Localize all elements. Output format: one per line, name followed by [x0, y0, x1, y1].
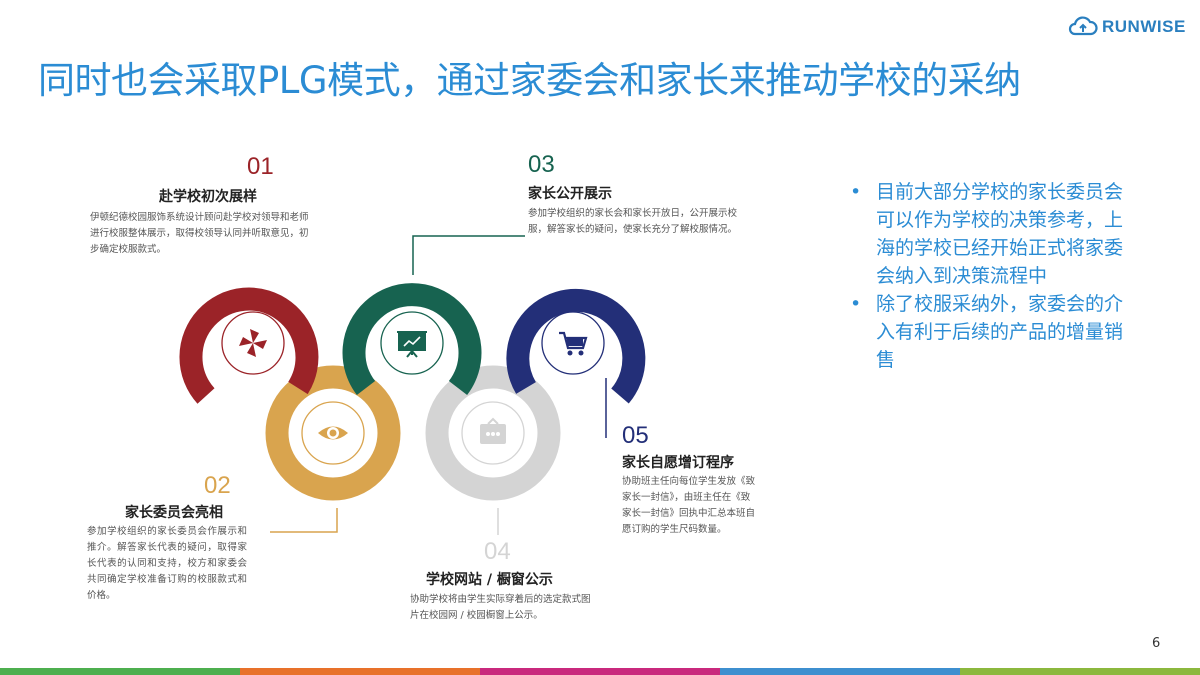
- ring-03-inner: [380, 311, 444, 375]
- step-02-desc: 参加学校组织的家长委员会作展示和推介。解答家长代表的疑问，取得家长代表的认同和支…: [87, 526, 247, 601]
- bullet-item: 目前大部分学校的家长委员会可以作为学校的决策参考，上海的学校已经开始正式将家委会…: [848, 178, 1128, 290]
- bar-segment: [720, 668, 960, 675]
- step-03-number: 03: [528, 151, 555, 178]
- step-03-title: 家长公开展示: [528, 186, 612, 202]
- step-01-number: 01: [247, 153, 274, 180]
- pinwheel-icon: [239, 329, 267, 357]
- step-01-desc: 伊顿纪德校园服饰系统设计顾问赴学校对领导和老师进行校服整体展示，取得校领导认同并…: [90, 212, 309, 255]
- display-window-icon: [480, 417, 506, 444]
- ring-03: [342, 283, 482, 395]
- presentation-board-icon: [397, 331, 427, 358]
- bullet-item: 除了校服采纳外，家委会的介入有利于后续的产品的增量销售: [848, 290, 1128, 374]
- ring-05: [506, 288, 646, 404]
- bar-segment: [240, 668, 480, 675]
- step-05-desc: 协助班主任向每位学生发放《致家长一封信》，由班主任在《致家长一封信》回执中汇总本…: [622, 476, 756, 535]
- eye-icon: [318, 426, 348, 440]
- ring-04-inner: [461, 401, 525, 465]
- ring-02: [265, 365, 401, 501]
- ring-04: [425, 365, 561, 501]
- ring-05-inner: [541, 311, 605, 375]
- runwise-logo: RUNWISE: [1068, 14, 1188, 40]
- bottom-color-bar: [0, 668, 1200, 675]
- ring-01: [179, 287, 319, 404]
- ring-01-inner: [221, 311, 285, 375]
- step-05-number: 05: [622, 422, 649, 449]
- bar-segment: [0, 668, 240, 675]
- step-04-desc: 协助学校将由学生实际穿着后的选定款式图片在校园网 / 校园橱窗上公示。: [410, 594, 591, 621]
- connector-line-02: [270, 508, 338, 533]
- logo-text: RUNWISE: [1102, 17, 1186, 36]
- step-04-number: 04: [484, 538, 511, 565]
- step-05-title: 家长自愿增订程序: [622, 455, 734, 471]
- step-01-title: 赴学校初次展样: [159, 189, 257, 205]
- step-02-title: 家长委员会亮相: [125, 505, 223, 521]
- page-title: 同时也会采取PLG模式，通过家委会和家长来推动学校的采纳: [38, 59, 1021, 102]
- bullet-list: 目前大部分学校的家长委员会可以作为学校的决策参考，上海的学校已经开始正式将家委会…: [848, 178, 1128, 374]
- step-04-title: 学校网站 / 橱窗公示: [426, 572, 553, 588]
- bar-segment: [960, 668, 1200, 675]
- connector-line-03: [412, 235, 525, 275]
- step-02-number: 02: [204, 472, 231, 499]
- ring-02-inner: [301, 401, 365, 465]
- shopping-cart-icon: [559, 331, 588, 356]
- bar-segment: [480, 668, 720, 675]
- cloud-upload-icon: [1068, 16, 1098, 36]
- page-number: 6: [1152, 636, 1161, 651]
- step-03-desc: 参加学校组织的家长会和家长开放日，公开展示校服，解答家长的疑问，使家长充分了解校…: [528, 208, 738, 235]
